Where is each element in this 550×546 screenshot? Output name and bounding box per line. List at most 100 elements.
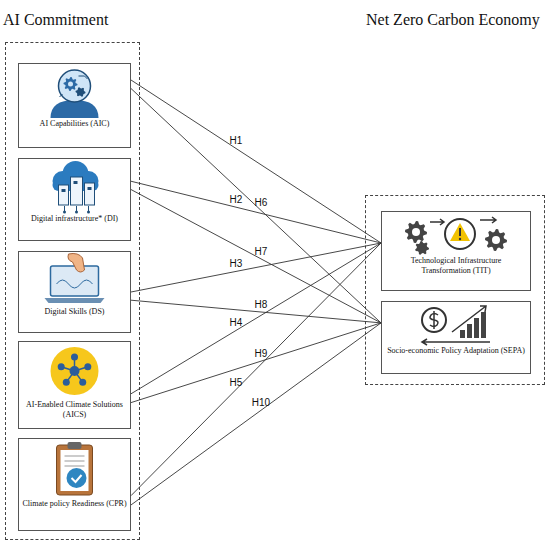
construct-icon [382,212,530,256]
hypothesis-label: H10 [252,398,270,409]
hypothesis-connector [131,181,381,243]
hypothesis-connector [131,323,381,403]
construct-label: Climate policy Readiness (CPR) [19,499,129,509]
hypothesis-label: H9 [255,348,268,359]
building-shape [59,185,69,205]
check-mark [72,475,82,482]
hypothesis-connector [131,243,381,394]
hypothesis-label: H4 [230,318,243,329]
hypothesis-label: H2 [230,195,243,206]
gear-symbol [405,221,427,243]
screen-wave [57,280,93,288]
circuit-line [60,76,88,97]
hypothesis-connector [131,323,381,505]
group-box: Technological Infrastructure Transformat… [365,195,545,385]
exclamation-bar [459,228,461,236]
network-node [58,363,65,370]
drop-dot [87,211,90,214]
dollar-symbol [430,311,438,329]
building-shape [85,183,95,205]
window-shape [74,181,78,184]
hypothesis-label: H5 [230,377,243,388]
group-box: AI Capabilities (AIC) Digital infrastruct… [5,42,140,540]
hypothesis-label: H7 [255,246,268,257]
network-node [63,379,70,386]
drop-line [76,206,77,211]
hypothesis-label: H1 [230,136,243,147]
hypothesis-connector [131,80,381,243]
gear-hole [492,236,500,244]
construct-icon [19,252,130,307]
arrow-symbol [452,306,486,332]
bar-symbol [467,324,472,338]
construct-label: Technological Infrastructure Transformat… [382,256,530,276]
arrow-symbol [480,217,496,223]
warning-ring [445,219,475,249]
network-node [71,354,78,361]
check-badge [67,468,87,488]
drop-line [88,206,89,211]
bar-symbol [474,318,479,338]
gear-symbol [415,241,429,255]
gear-symbol [485,229,507,251]
gear-hole [412,228,420,236]
network-hub [70,366,80,376]
group-heading: AI Commitment [3,11,108,29]
network-node [79,379,86,386]
head-shape [59,70,91,102]
window-shape [88,187,92,190]
drop-dot [63,211,66,214]
construct-box: Socio-economic Policy Adaptation (SEPA) [381,301,531,374]
drop-line [64,206,65,211]
construct-label: Digital Skills (DS) [41,307,107,317]
paper-line [65,466,85,467]
construct-box: Digital Skills (DS) [18,251,131,333]
warning-triangle [450,223,470,241]
hypothesis-label: H8 [255,299,268,310]
arrow-symbol [422,339,490,345]
hypothesis-label: H6 [255,198,268,209]
hypothesis-connector [131,300,381,323]
construct-icon [19,64,130,119]
drop-dot [75,211,78,214]
construct-label: AI Capabilities (AIC) [37,119,113,129]
construct-icon [19,439,130,499]
hypothesis-connector [131,89,381,323]
exclamation-dot [459,238,461,240]
clipboard-shape [57,445,93,495]
paper-line [65,456,85,457]
construct-icon [19,342,130,400]
hand-shape [68,254,85,273]
construct-label: AI-Enabled Climate Solutions (AICS) [19,400,130,420]
construct-label: Socio-economic Policy Adaptation (SEPA) [384,346,528,356]
hypothesis-connector [131,243,381,292]
gear-symbol [64,77,78,91]
window-shape [62,189,66,192]
hypothesis-label: H3 [230,259,243,270]
paper-line [65,461,85,462]
bar-symbol [481,312,486,338]
group-heading: Net Zero Carbon Economy [366,11,540,29]
construct-icon [19,159,130,214]
construct-box: Digital infrastructure* (DI) [18,158,131,241]
construct-icon [382,302,530,346]
construct-box: Climate policy Readiness (CPR) [18,438,131,531]
construct-box: AI-Enabled Climate Solutions (AICS) [18,341,131,429]
hypothesis-connector [131,243,381,496]
bar-symbol [460,330,465,338]
sun-disc [51,347,99,395]
construct-label: Digital infrastructure* (DI) [28,214,121,224]
arrow-symbol [430,219,444,225]
laptop-base [45,298,105,303]
construct-box: AI Capabilities (AIC) [18,63,131,148]
construct-box: Technological Infrastructure Transformat… [381,211,531,291]
clip-shape [68,442,82,449]
gear-hole [68,82,73,87]
building-shape [71,177,83,205]
laptop-screen [51,266,99,296]
paper-shape [61,450,89,491]
gear-symbol [76,87,86,97]
hypothesis-connector [131,190,381,323]
